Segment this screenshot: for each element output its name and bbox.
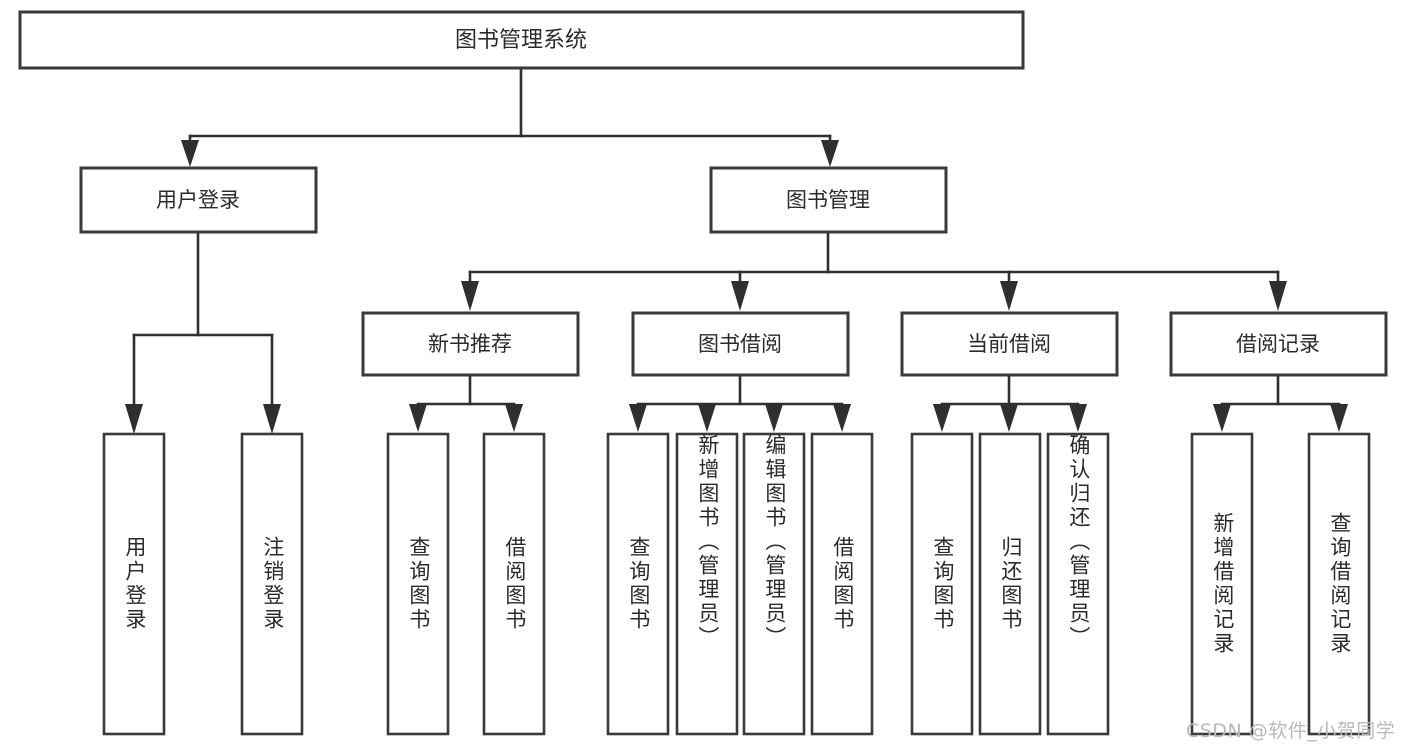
arrowhead-book-borrow-1	[629, 404, 647, 432]
leaf-box-borrow-record-1[interactable]	[1190, 432, 1254, 736]
leaf-box-book-borrow-2[interactable]	[675, 432, 739, 736]
node-root-label: 图书管理系统	[455, 28, 587, 53]
connector-group-borrow-record	[1213, 373, 1348, 432]
arrowhead-user-login-1	[125, 404, 143, 434]
node-book-borrow[interactable]	[631, 311, 850, 377]
arrowhead-book-borrow-3	[765, 404, 783, 432]
csdn-watermark: CSDN @软件_小贺同学	[1186, 720, 1396, 742]
node-book-management[interactable]	[709, 166, 948, 234]
arrowhead-current-borrow-3	[1069, 404, 1087, 432]
node-book-management-label: 图书管理	[786, 188, 870, 212]
arrowhead-new-book-1	[409, 404, 427, 432]
leaf-box-current-borrow-3[interactable]	[1046, 432, 1110, 736]
node-borrow-record[interactable]	[1169, 311, 1388, 377]
node-user-login[interactable]	[79, 166, 318, 234]
arrowhead-current-borrow-1	[933, 404, 951, 432]
arrowhead-to-new-book	[461, 281, 479, 311]
leaf-box-user-login-1[interactable]	[102, 432, 166, 736]
leaf-box-book-borrow-3[interactable]	[742, 432, 806, 736]
arrowhead-borrow-record-2	[1330, 404, 1348, 432]
node-current-borrow-label: 当前借阅	[967, 332, 1051, 356]
node-new-book-recommend-label: 新书推荐	[428, 332, 512, 356]
leaf-box-borrow-record-2[interactable]	[1307, 432, 1371, 736]
arrowhead-to-book-borrow	[731, 281, 749, 311]
node-new-book-recommend[interactable]	[361, 311, 580, 377]
leaf-box-new-book-1[interactable]	[386, 432, 450, 736]
node-borrow-record-label: 借阅记录	[1236, 332, 1320, 356]
connector-group-current-borrow	[933, 373, 1087, 432]
arrowhead-new-book-2	[505, 404, 523, 432]
leaf-box-book-borrow-4[interactable]	[810, 432, 874, 736]
connector-group-new-book	[409, 373, 523, 432]
leaf-box-new-book-2[interactable]	[482, 432, 546, 736]
node-book-borrow-label: 图书借阅	[698, 332, 782, 356]
arrowhead-user-login-2	[263, 404, 281, 434]
connector-group-book-borrow	[629, 373, 851, 432]
leaf-box-current-borrow-2[interactable]	[978, 432, 1042, 736]
arrowhead-to-current-borrow	[1000, 281, 1018, 311]
leaf-box-user-login-2[interactable]	[240, 432, 304, 736]
connector-group-user-login	[125, 230, 281, 434]
arrowhead-borrow-record-1	[1213, 404, 1231, 432]
arrowhead-to-book-manage	[821, 140, 839, 167]
leaf-box-current-borrow-1[interactable]	[910, 432, 974, 736]
connector-group-book-manage	[461, 230, 1287, 311]
arrowhead-current-borrow-2	[1000, 404, 1018, 432]
connector-group-root	[181, 66, 839, 167]
leaf-box-book-borrow-1[interactable]	[606, 432, 670, 736]
node-user-login-label: 用户登录	[156, 188, 240, 212]
arrowhead-book-borrow-4	[833, 404, 851, 432]
node-root-book-management-system[interactable]	[18, 10, 1025, 70]
node-current-borrow[interactable]	[900, 311, 1119, 377]
arrowhead-book-borrow-2	[698, 404, 716, 432]
arrowhead-to-user-login	[181, 140, 199, 167]
arrowhead-to-borrow-record	[1269, 281, 1287, 311]
